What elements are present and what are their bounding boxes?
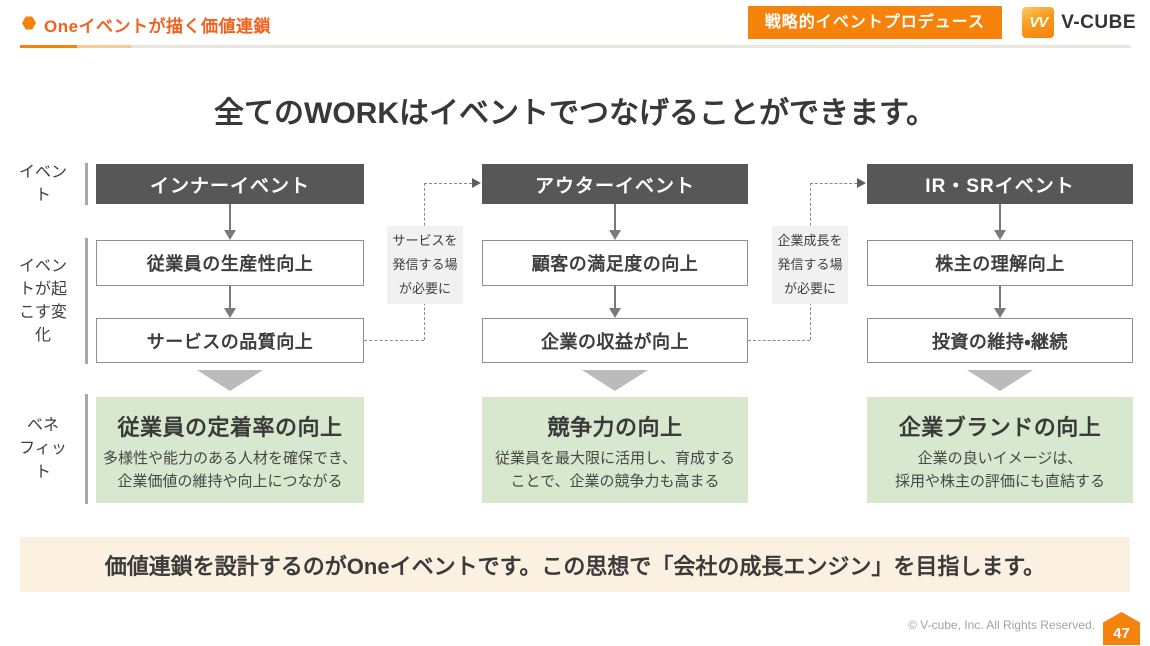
- hexagon-bullet-icon: [22, 16, 36, 30]
- benefit-desc-line: 企業の良いイメージは、: [917, 450, 1083, 467]
- page-number-badge: 47: [1103, 612, 1140, 645]
- row-separator-line: [85, 394, 88, 504]
- arrow-head: [994, 230, 1006, 240]
- arrow-head: [224, 308, 236, 318]
- down-arrow-icon: [994, 286, 1006, 318]
- vcube-cube-icon: VV: [1022, 7, 1055, 38]
- benefit-desc-line: 従業員を最大限に活用し、育成する: [494, 450, 735, 467]
- benefit-title: 企業ブランドの向上: [898, 415, 1102, 440]
- column-inner-event: インナーイベント 従業員の生産性向上 サービスの品質向上 従業員の定着率の向上 …: [96, 164, 364, 505]
- connector-dashed-line: [810, 183, 857, 184]
- chevron-down-icon: [967, 370, 1033, 391]
- arrow-head: [609, 308, 621, 318]
- benefit-box: 競争力の向上 従業員を最大限に活用し、育成する ことで、企業の競争力も高まる: [482, 397, 748, 503]
- down-arrow-icon: [609, 286, 621, 318]
- column-outer-event: アウターイベント 顧客の満足度の向上 企業の収益が向上 競争力の向上 従業員を最…: [482, 164, 748, 505]
- benefit-title: 競争力の向上: [547, 415, 683, 440]
- benefit-title: 従業員の定着率の向上: [117, 415, 343, 440]
- vcube-logo-text: V-CUBE: [1061, 11, 1136, 33]
- down-arrow-icon: [224, 286, 236, 318]
- change-box: 顧客の満足度の向上: [482, 240, 748, 286]
- note-line: が必要に: [398, 281, 451, 297]
- arrow-head: [994, 308, 1006, 318]
- connector-dashed-line: [748, 340, 810, 341]
- connector-arrowhead-icon: [472, 178, 481, 188]
- benefit-description: 企業の良いイメージは、 採用や株主の評価にも直結する: [867, 447, 1133, 494]
- row-label-benefit: ベネフィット: [19, 417, 67, 481]
- arrow-shaft: [999, 286, 1001, 308]
- benefit-description: 多様性や能力のある人材を確保でき、 企業価値の維持や向上につながる: [96, 447, 364, 494]
- chevron-down-icon: [197, 370, 263, 391]
- arrow-head: [609, 230, 621, 240]
- copyright-text: © V-cube, Inc. All Rights Reserved.: [908, 618, 1095, 632]
- change-box: 企業の収益が向上: [482, 318, 748, 363]
- change-box: 従業員の生産性向上: [96, 240, 364, 286]
- note-line: が必要に: [783, 281, 836, 297]
- chevron-down-icon: [582, 370, 648, 391]
- arrow-head: [224, 230, 236, 240]
- note-line: 発信する場: [392, 257, 458, 273]
- benefit-description: 従業員を最大限に活用し、育成する ことで、企業の競争力も高まる: [482, 447, 748, 494]
- event-header-box: IR・SRイベント: [867, 164, 1133, 204]
- change-box: 投資の維持・継続: [867, 318, 1133, 363]
- benefit-desc-line: 採用や株主の評価にも直結する: [894, 473, 1105, 491]
- strategic-event-produce-badge: 戦略的イベントプロデュース: [747, 6, 1002, 39]
- row-label-change: イベントが起こす変化: [18, 257, 67, 345]
- benefit-desc-line: ことで、企業の競争力も高まる: [510, 473, 720, 491]
- slide-section-title: Oneイベントが描く価値連鎖: [44, 17, 272, 36]
- header-divider: [20, 45, 1131, 48]
- connector-dashed-line: [424, 183, 472, 184]
- benefit-desc-line: 企業価値の維持や向上につながる: [117, 473, 343, 491]
- arrow-shaft: [229, 286, 231, 308]
- change-box: 株主の理解向上: [867, 240, 1133, 286]
- connector-arrowhead-icon: [857, 178, 866, 188]
- arrow-shaft: [229, 204, 231, 230]
- down-arrow-icon: [609, 204, 621, 240]
- note-line: 発信する場: [777, 257, 843, 273]
- change-box: サービスの品質向上: [96, 318, 364, 363]
- note-line: サービスを: [392, 233, 458, 248]
- benefit-box: 従業員の定着率の向上 多様性や能力のある人材を確保でき、 企業価値の維持や向上に…: [96, 397, 364, 503]
- vcube-logo: VV V-CUBE: [1022, 7, 1136, 38]
- main-title: 全てのWORKはイベントでつなげることができます。: [214, 97, 936, 130]
- arrow-shaft: [614, 286, 616, 308]
- column-ir-sr-event: IR・SRイベント 株主の理解向上 投資の維持・継続 企業ブランドの向上 企業の…: [867, 164, 1133, 505]
- down-arrow-icon: [224, 204, 236, 240]
- connector-note-service: サービスを 発信する場 が必要に: [387, 226, 463, 304]
- benefit-desc-line: 多様性や能力のある人材を確保でき、: [103, 450, 357, 467]
- benefit-box: 企業ブランドの向上 企業の良いイメージは、 採用や株主の評価にも直結する: [867, 397, 1133, 503]
- row-separator-line: [85, 163, 88, 205]
- connector-note-growth: 企業成長を 発信する場 が必要に: [772, 226, 848, 304]
- arrow-shaft: [614, 204, 616, 230]
- event-header-box: インナーイベント: [96, 164, 364, 204]
- row-label-event: イベント: [18, 163, 67, 204]
- event-header-box: アウターイベント: [482, 164, 748, 204]
- note-line: 企業成長を: [777, 233, 843, 248]
- arrow-shaft: [999, 204, 1001, 230]
- down-arrow-icon: [994, 204, 1006, 240]
- bottom-summary-banner: 価値連鎖を設計するのがOneイベントです。この思想で「会社の成長エンジン」を目指…: [20, 537, 1130, 592]
- connector-dashed-line: [364, 340, 424, 341]
- row-separator-line: [85, 238, 88, 364]
